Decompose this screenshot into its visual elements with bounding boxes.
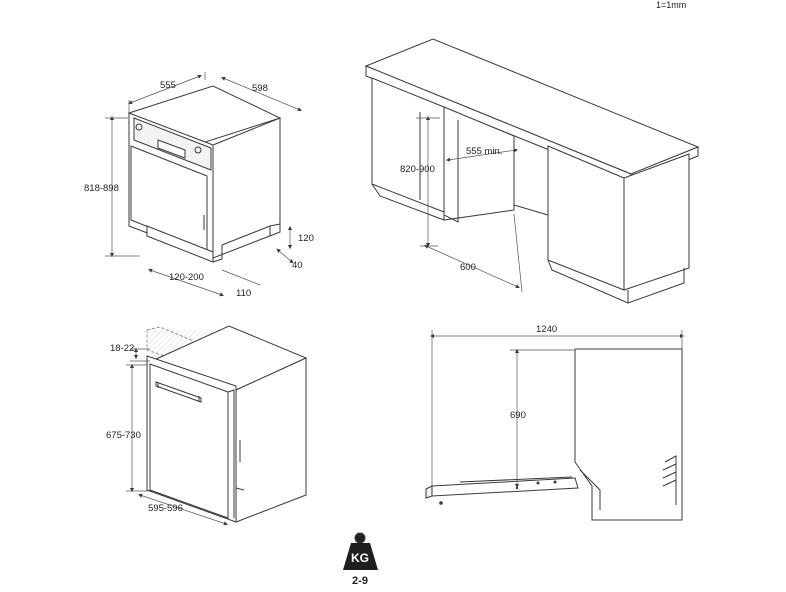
door-gap-label: 18-22 bbox=[110, 343, 134, 354]
weight-unit-label: KG bbox=[351, 551, 369, 565]
cabinet-width-label: 600 bbox=[460, 262, 476, 273]
side-profile-view bbox=[425, 330, 685, 521]
scale-note: 1=1mm bbox=[656, 0, 686, 10]
cabinet-depth-label: 555 min. bbox=[466, 146, 502, 157]
door-width-label: 595-596 bbox=[148, 503, 183, 514]
cabinet-height-label: 820-900 bbox=[400, 164, 435, 175]
kg-weight-icon: KG bbox=[343, 532, 378, 570]
cabinet-worktop-view bbox=[364, 38, 700, 304]
appliance-isometric-view bbox=[105, 72, 302, 297]
dim-width-label: 598 bbox=[252, 83, 268, 94]
side-height-label: 690 bbox=[510, 410, 526, 421]
door-height-label: 675-730 bbox=[106, 430, 141, 441]
dim-height-label: 818-898 bbox=[84, 183, 119, 194]
dim-toekick-setback-label: 120-200 bbox=[169, 272, 204, 283]
door-panel-view bbox=[126, 325, 308, 526]
dim-plinth-label: 110 bbox=[236, 288, 251, 299]
dim-toekick-depth-label: 40 bbox=[292, 260, 303, 271]
side-length-label: 1240 bbox=[536, 324, 557, 335]
dim-depth-label: 555 bbox=[160, 80, 176, 91]
dim-toekick-height-label: 120 bbox=[298, 233, 314, 244]
weight-range-label: 2-9 bbox=[352, 575, 368, 587]
